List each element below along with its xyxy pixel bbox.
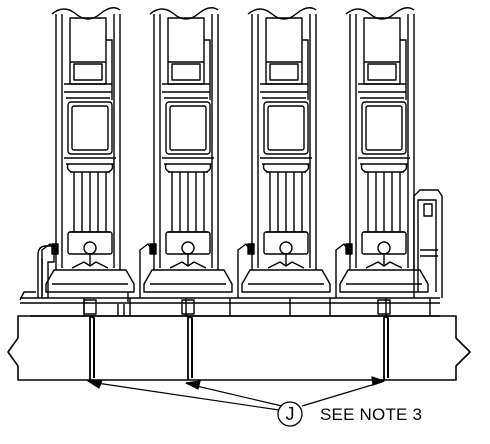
callout-leaders [87,376,385,411]
fastener-screws [83,299,391,380]
fastener-screw [83,299,97,380]
sash-unit [41,7,135,298]
substrate-slab [7,315,471,381]
callout-letter: J [285,404,295,424]
sash-unit [335,7,429,298]
callout-circle [277,401,303,427]
fastener-screw [377,299,391,380]
right-jamb [413,189,443,298]
sash-unit [139,7,233,298]
sash-unit [237,7,331,298]
fastener-screw [181,299,195,380]
sash-units [41,7,429,298]
sill-frame [19,291,440,317]
callout-note-label: SEE NOTE 3 [320,405,423,424]
